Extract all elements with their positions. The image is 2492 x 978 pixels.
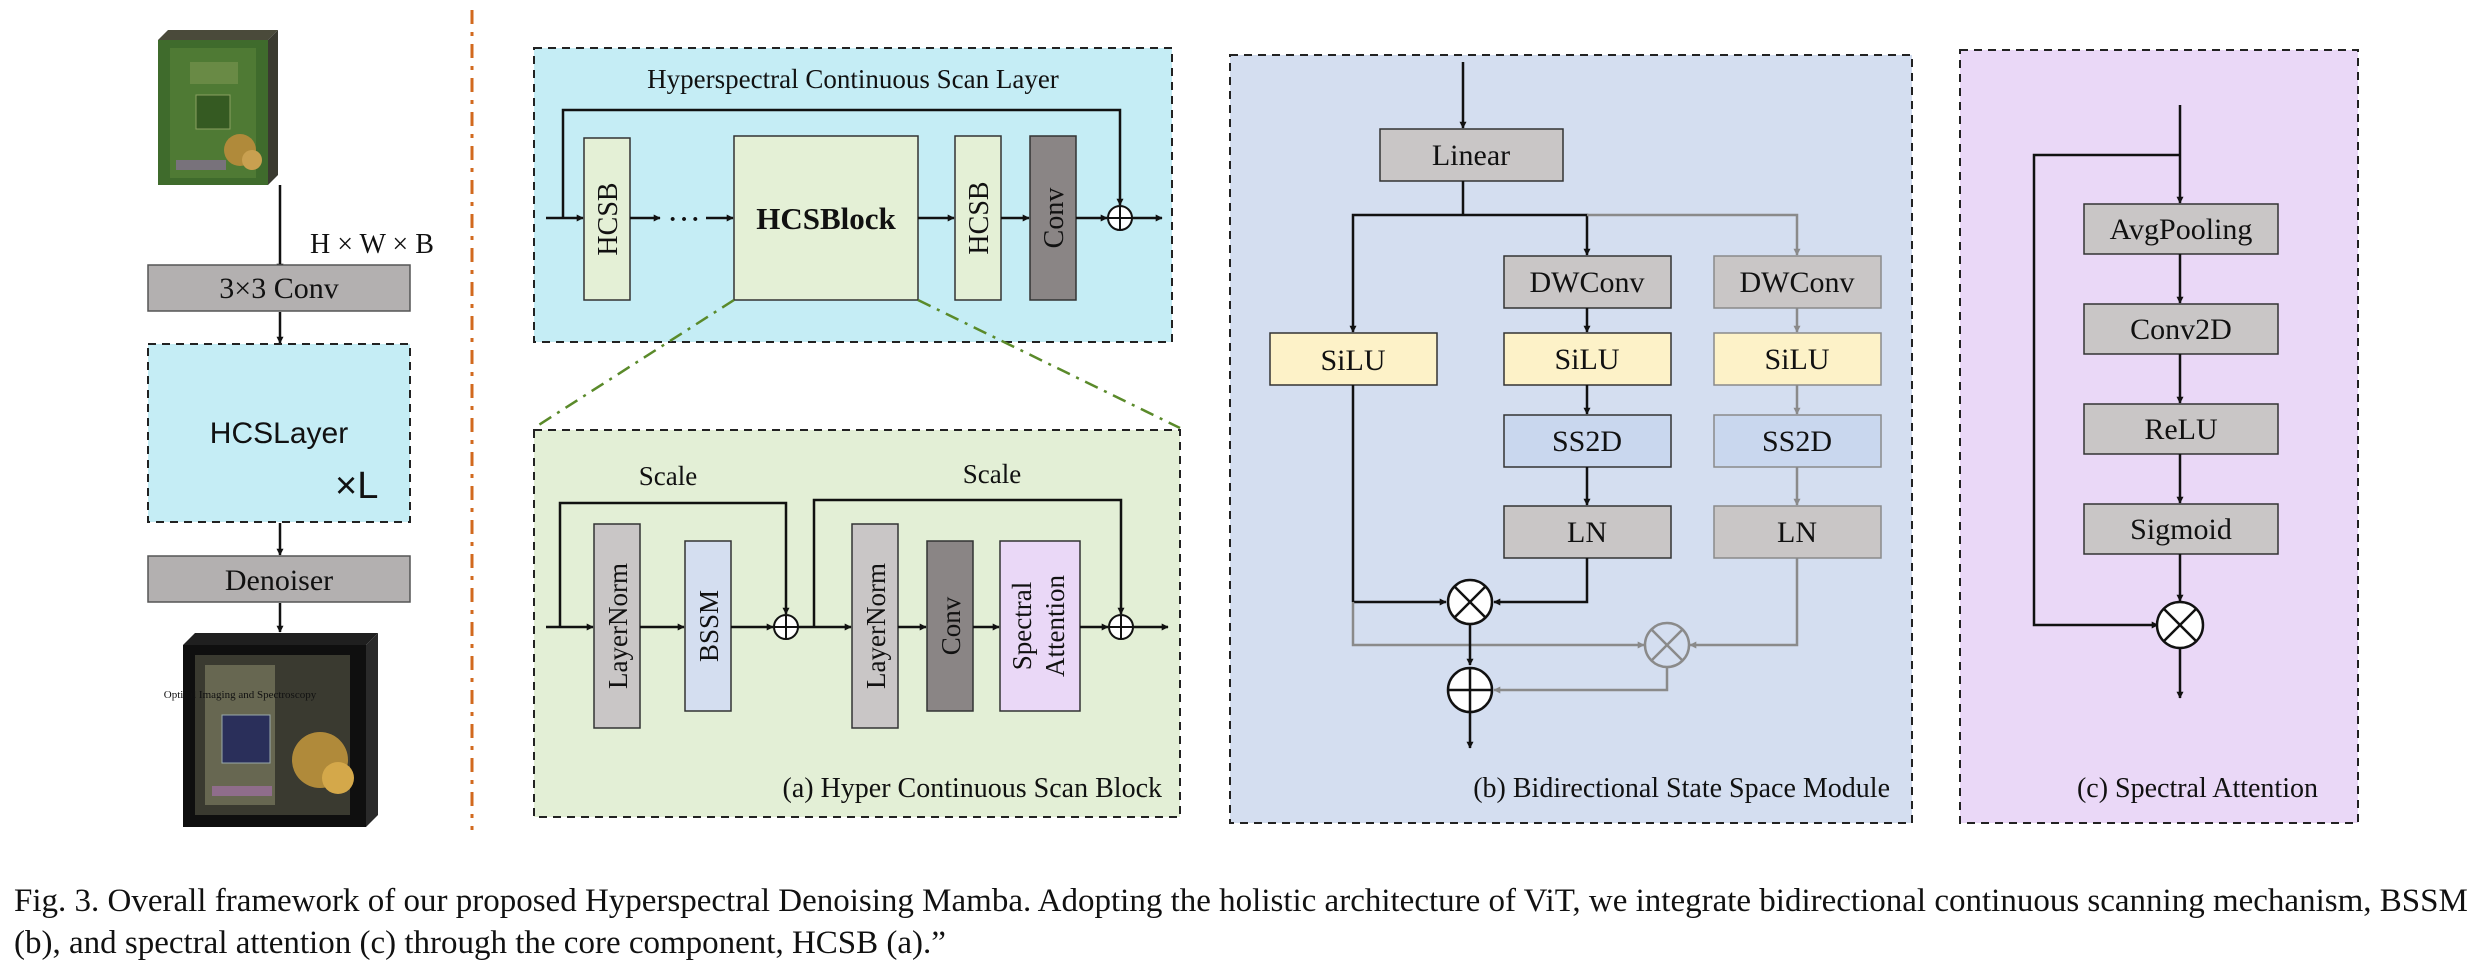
- ss2d-right-label: SS2D: [1762, 425, 1832, 458]
- book-title: Optical Imaging and Spectroscopy: [164, 689, 317, 701]
- relu-box: [2083, 403, 2279, 455]
- layer-add-circle: [1107, 205, 1133, 231]
- bssm-panel-caption: (b) Bidirectional State Space Module: [1473, 773, 1890, 804]
- repeat-label: ×L: [335, 465, 378, 507]
- hcslayer-box: [147, 343, 411, 523]
- zoom-line-left: [533, 298, 735, 430]
- hcsb-right-label: HCSB: [964, 181, 995, 254]
- arrow-to-dwconv-right: [1587, 213, 1801, 256]
- dwconv-mid-label: DWConv: [1530, 266, 1645, 299]
- block-panel-caption: (a) Hyper Continuous Scan Block: [783, 773, 1163, 804]
- block-conv-label: Conv: [936, 596, 966, 655]
- hcsblock-label: HCSBlock: [756, 201, 896, 236]
- block-panel: Scale Scale LayerNorm BSSM LayerNorm Con…: [533, 429, 1181, 818]
- ln-right-label: LN: [1777, 516, 1817, 549]
- relu-label: ReLU: [2144, 413, 2218, 446]
- figure-caption: Fig. 3. Overall framework of our propose…: [14, 883, 2468, 961]
- layer-dots: ···: [667, 201, 701, 238]
- denoiser-label: Denoiser: [225, 564, 333, 597]
- layernorm1-box: [593, 523, 641, 729]
- linear-label: Linear: [1432, 139, 1510, 172]
- hcslayer-label: HCSLayer: [210, 417, 348, 450]
- sigmoid-label: Sigmoid: [2130, 513, 2232, 546]
- silu-mid-box: [1503, 332, 1672, 386]
- bssm-label: BSSM: [694, 590, 724, 662]
- denoiser-box: [147, 555, 411, 603]
- silu-mid-label: SiLU: [1554, 343, 1619, 376]
- layer-skip-connection: [561, 108, 1124, 218]
- mult-main-circle: [1446, 578, 1494, 626]
- arrow-to-mult-gray-right: [1689, 558, 1799, 649]
- layernorm1-label: LayerNorm: [603, 563, 633, 689]
- block-skip-2: [812, 498, 1125, 627]
- conv3x3-box: [147, 264, 411, 312]
- hcsb-left-label: HCSB: [593, 182, 624, 255]
- hcsb-right-box: [954, 135, 1002, 301]
- bssm-panel: Linear SiLU DWConv SiLU SS2D LN DWConv S…: [1229, 54, 1913, 824]
- attn-mult-circle: [2155, 600, 2205, 650]
- spectral-attention-box: [999, 540, 1081, 712]
- ln-mid-label: LN: [1567, 516, 1607, 549]
- ln-mid-box: [1503, 505, 1672, 559]
- dims-label: H × W × B: [310, 229, 434, 260]
- attention-panel-caption: (c) Spectral Attention: [2077, 773, 2318, 804]
- bssm-add-circle: [1446, 666, 1494, 714]
- spectral-attention-label-2: Attention: [1040, 575, 1070, 677]
- arrow-gray-to-add: [1493, 667, 1669, 694]
- mult-gray-circle: [1643, 621, 1691, 669]
- dwconv-right-box: [1713, 255, 1882, 309]
- avgpool-label: AvgPooling: [2110, 213, 2253, 246]
- hcsb-left-box: [583, 137, 631, 301]
- attn-skip-connection: [2032, 153, 2180, 629]
- silu-right-label: SiLU: [1764, 343, 1829, 376]
- layernorm2-label: LayerNorm: [861, 563, 891, 689]
- layer-panel-title: Hyperspectral Continuous Scan Layer: [647, 64, 1059, 94]
- layer-panel: Hyperspectral Continuous Scan Layer HCSB…: [533, 47, 1173, 343]
- arrow-to-mult-main-right: [1493, 558, 1589, 606]
- conv2d-label: Conv2D: [2130, 313, 2232, 346]
- ss2d-mid-box: [1503, 414, 1672, 468]
- block-conv-box: [926, 540, 974, 712]
- avgpool-box: [2083, 203, 2279, 255]
- attention-panel: AvgPooling Conv2D ReLU Sigmoid (c) Spect…: [1959, 49, 2359, 824]
- input-hsi-cube: [158, 30, 278, 185]
- ss2d-mid-label: SS2D: [1552, 425, 1622, 458]
- zoom-line-right: [917, 298, 1181, 430]
- arrow-to-mult-gray-left: [1351, 602, 1645, 649]
- dwconv-right-label: DWConv: [1740, 266, 1855, 299]
- layer-conv-label: Conv: [1039, 188, 1070, 249]
- conv3x3-label: 3×3 Conv: [219, 272, 338, 305]
- output-hsi-cube: Optical Imaging and Spectroscopy: [164, 633, 378, 827]
- scale-right-label: Scale: [963, 459, 1021, 489]
- block-skip-1: [558, 501, 790, 627]
- overview-column: H × W × B 3×3 Conv HCSLayer ×L Denoiser …: [147, 30, 434, 827]
- sigmoid-box: [2083, 503, 2279, 555]
- arrow-to-silu-left: [1349, 213, 1463, 333]
- linear-box: [1379, 128, 1564, 182]
- ln-right-box: [1713, 505, 1882, 559]
- block-add-circle-1: [773, 614, 799, 640]
- silu-left-box: [1269, 332, 1438, 386]
- conv2d-box: [2083, 303, 2279, 355]
- scale-left-label: Scale: [639, 461, 697, 491]
- block-add-circle-2: [1108, 614, 1134, 640]
- silu-left-label: SiLU: [1320, 344, 1385, 377]
- layer-conv-box: [1029, 135, 1077, 301]
- spectral-attention-label-1: Spectral: [1007, 582, 1037, 670]
